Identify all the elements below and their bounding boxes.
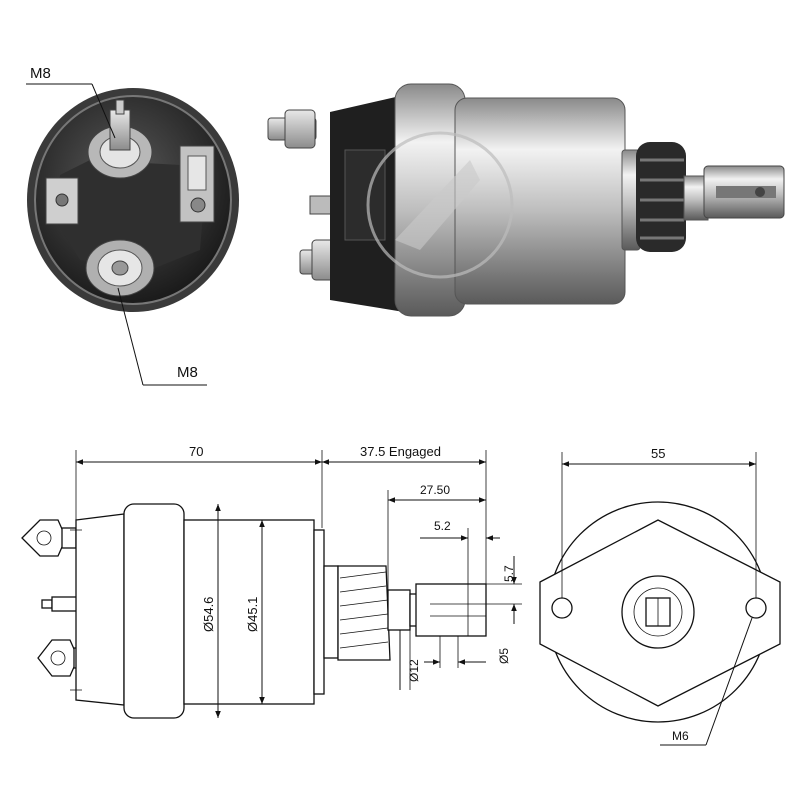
clevis-icon bbox=[703, 165, 785, 219]
end-view-drawing: 55 M6 bbox=[539, 446, 781, 746]
dim-overall-length: 70 bbox=[189, 444, 203, 459]
dim-body-diameter-outer: Ø54.6 bbox=[201, 597, 216, 632]
m6-label: M6 bbox=[672, 729, 689, 743]
right-terminal-tab-icon bbox=[179, 145, 215, 223]
dim-plunger-length: 27.50 bbox=[420, 483, 450, 497]
dim-mount-spacing: 55 bbox=[651, 446, 665, 461]
photo-end-face: M8 M8 bbox=[26, 65, 239, 386]
m8-top-label: M8 bbox=[30, 65, 51, 82]
dim-slot-offset: 5.2 bbox=[434, 519, 451, 533]
dim-body-diameter-inner: Ø45.1 bbox=[245, 597, 260, 632]
dim-hole-diameter: Ø5 bbox=[497, 648, 511, 664]
mount-hole-right-icon bbox=[745, 597, 767, 619]
dim-slot-width: 5.7 bbox=[502, 565, 516, 582]
photo-side-view bbox=[267, 83, 785, 317]
clevis-drawing-icon bbox=[415, 583, 487, 637]
m8-bottom-label: M8 bbox=[177, 364, 198, 381]
dim-shaft-diameter: Ø12 bbox=[407, 659, 421, 682]
upper-stud-icon bbox=[87, 99, 153, 179]
dim-engaged-travel: 37.5 Engaged bbox=[360, 444, 441, 459]
spring-icon bbox=[636, 142, 686, 252]
mount-hole-left-icon bbox=[551, 597, 573, 619]
side-elevation-drawing: 70 37.5 Engaged 27.50 5.2 5.7 Ø54.6 Ø45.… bbox=[21, 444, 522, 719]
lower-stud-icon bbox=[85, 239, 155, 297]
left-terminal-tab-icon bbox=[45, 177, 79, 225]
spring-drawing-icon bbox=[323, 565, 391, 661]
